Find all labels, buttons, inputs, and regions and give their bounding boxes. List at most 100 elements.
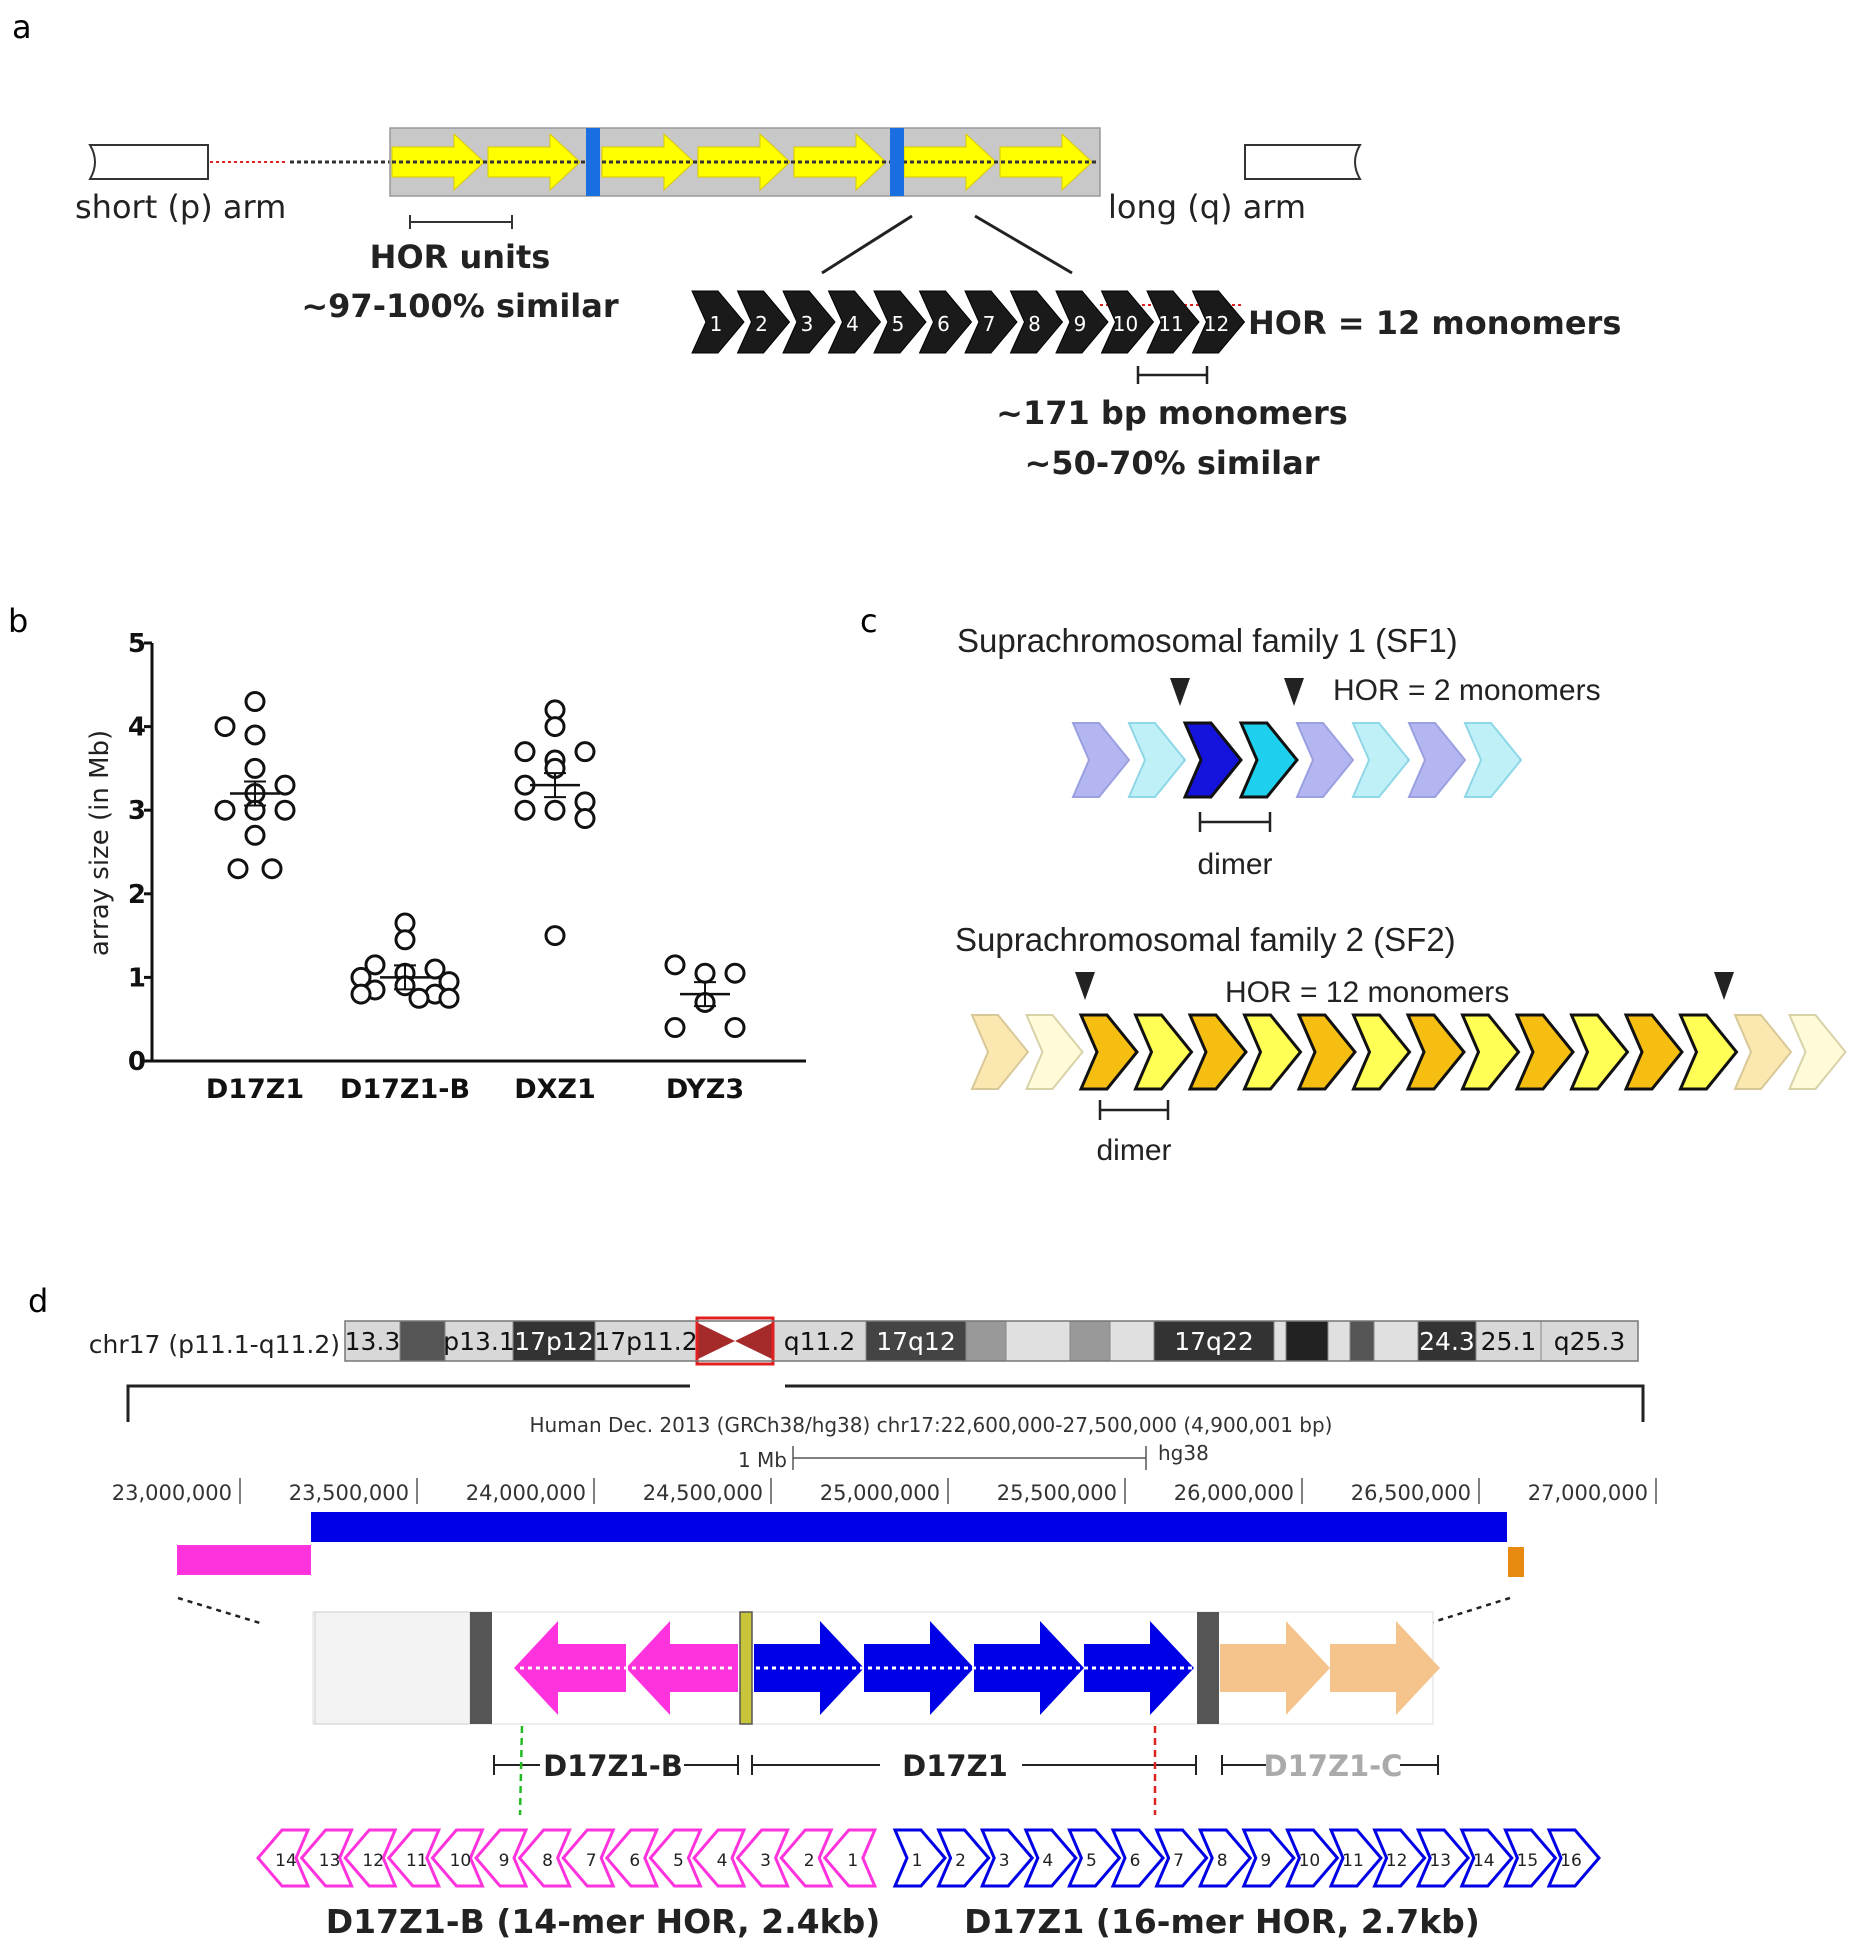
monomer-number-7: 7 <box>983 312 996 336</box>
hor-b-monomer-11 <box>386 1828 442 1888</box>
hor-b-monomer-2 <box>779 1828 834 1888</box>
data-point <box>438 987 460 1009</box>
hor-main-monomer-11 <box>1328 1828 1383 1888</box>
data-point <box>214 799 236 821</box>
ideogram-band-1 <box>344 1320 401 1362</box>
coord-label: 23,500,000 <box>289 1481 409 1505</box>
zoom-line-left <box>821 214 913 275</box>
y-axis-label: array size (in Mb) <box>85 730 115 956</box>
hor-main-number-2: 2 <box>955 1851 966 1871</box>
sf2-hor-marker-right <box>1714 972 1734 1000</box>
ideogram-band-13 <box>1153 1320 1275 1362</box>
data-point <box>664 954 686 976</box>
hor-b-monomer-10 <box>430 1828 485 1888</box>
hor-main-monomer-7 <box>1154 1828 1209 1888</box>
band-label-24.3: 24.3 <box>1419 1327 1475 1356</box>
hor-b-number-8: 8 <box>542 1851 553 1871</box>
hor-b-monomer-4 <box>692 1828 747 1888</box>
coord-label: 24,000,000 <box>466 1481 586 1505</box>
hor-main-monomer-5 <box>1067 1828 1122 1888</box>
sf2-monomer-1 <box>970 1014 1030 1090</box>
monomer-number-10: 10 <box>1113 312 1138 336</box>
hor-b-number-10: 10 <box>450 1851 472 1871</box>
panel-letter-d: d <box>28 1282 48 1320</box>
ideogram-outline <box>344 1320 1639 1362</box>
zoom-dash-left <box>177 1596 261 1625</box>
panel-letter-b: b <box>8 602 28 640</box>
data-point <box>694 962 716 984</box>
hor-main-monomer-3 <box>979 1828 1035 1888</box>
junction-block <box>739 1611 753 1725</box>
hor-main-number-13: 13 <box>1429 1851 1451 1871</box>
hor-b-monomer-8 <box>517 1828 572 1888</box>
coord-label: 25,500,000 <box>997 1481 1117 1505</box>
monomer-arrow-3 <box>782 290 836 354</box>
monomer-arrow-1 <box>691 290 745 354</box>
track-d17z1-b <box>177 1545 311 1575</box>
y-tick-label-1: 1 <box>128 963 146 993</box>
band-label-13.3: 13.3 <box>345 1327 401 1356</box>
band-label-q25.3: q25.3 <box>1554 1327 1626 1356</box>
hor-main-number-10: 10 <box>1299 1851 1321 1871</box>
monomer-arrow-5 <box>873 290 927 354</box>
hor-b-number-14: 14 <box>275 1851 297 1871</box>
data-point <box>544 925 566 947</box>
array-label-c: D17Z1-C <box>1264 1749 1403 1783</box>
sf1-monomer-4 <box>1238 721 1299 799</box>
sf1-monomer-2 <box>1127 722 1187 798</box>
sf2-monomer-6 <box>1242 1013 1303 1091</box>
hor-b-number-6: 6 <box>629 1851 640 1871</box>
monomer-arrow-12 <box>1191 290 1246 354</box>
ideogram-band-7 <box>772 1320 867 1362</box>
short-arm-shape <box>88 144 209 180</box>
hor-b-number-12: 12 <box>362 1851 384 1871</box>
chromosome-label: chr17 (p11.1-q11.2) <box>89 1330 340 1359</box>
coord-label: 25,000,000 <box>820 1481 940 1505</box>
monomer-arrow-6 <box>918 290 973 354</box>
monomer-similarity-label: ~50-70% similar <box>1024 444 1319 482</box>
sf2-monomer-15 <box>1733 1014 1793 1090</box>
band-label-p13.1: p13.1 <box>443 1327 515 1356</box>
data-point <box>261 858 283 880</box>
hor-main-monomer-13 <box>1415 1828 1471 1888</box>
ideogram-band-5 <box>594 1320 698 1362</box>
data-point <box>244 757 266 779</box>
monomer-number-4: 4 <box>846 312 859 336</box>
sf2-monomer-7 <box>1296 1013 1357 1091</box>
sf1-monomer-6 <box>1351 722 1411 798</box>
hor-b-monomer-14 <box>256 1828 311 1888</box>
monomer-arrow-4 <box>827 290 882 354</box>
monomer-arrow-8 <box>1009 290 1064 354</box>
ideogram-band-2 <box>399 1320 446 1362</box>
hor-b-monomer-5 <box>648 1828 703 1888</box>
monomer-number-12: 12 <box>1204 312 1229 336</box>
ideogram-band-16 <box>1327 1320 1351 1362</box>
data-point <box>664 1017 686 1039</box>
hor-b-number-2: 2 <box>804 1851 815 1871</box>
centromere-left <box>698 1323 735 1359</box>
centromere-right <box>735 1323 772 1359</box>
data-point <box>364 954 386 976</box>
y-tick-label-4: 4 <box>128 713 146 743</box>
x-tick-label-DYZ3: DYZ3 <box>666 1074 744 1105</box>
sf2-monomer-5 <box>1187 1013 1248 1091</box>
sf2-monomer-9 <box>1405 1013 1466 1091</box>
expanded-hor-arrows <box>514 1621 1440 1715</box>
monomer-number-6: 6 <box>937 312 950 336</box>
hor-b-number-11: 11 <box>406 1851 428 1871</box>
ideogram-band-4 <box>512 1320 596 1362</box>
sf2-monomer-2 <box>1024 1014 1084 1090</box>
monomer-size-label: ~171 bp monomers <box>996 394 1348 432</box>
hor-main-number-14: 14 <box>1473 1851 1495 1871</box>
hor-b-monomer-1 <box>822 1828 878 1888</box>
hor-b-monomer-9 <box>474 1828 529 1888</box>
x-tick-label-DXZ1: DXZ1 <box>514 1074 596 1105</box>
flanking-region <box>314 1611 471 1725</box>
x-tick-label-D17Z1: D17Z1 <box>206 1074 304 1105</box>
hor-main-monomer-9 <box>1241 1828 1296 1888</box>
data-point <box>724 962 746 984</box>
sf2-monomer-12 <box>1569 1013 1630 1091</box>
